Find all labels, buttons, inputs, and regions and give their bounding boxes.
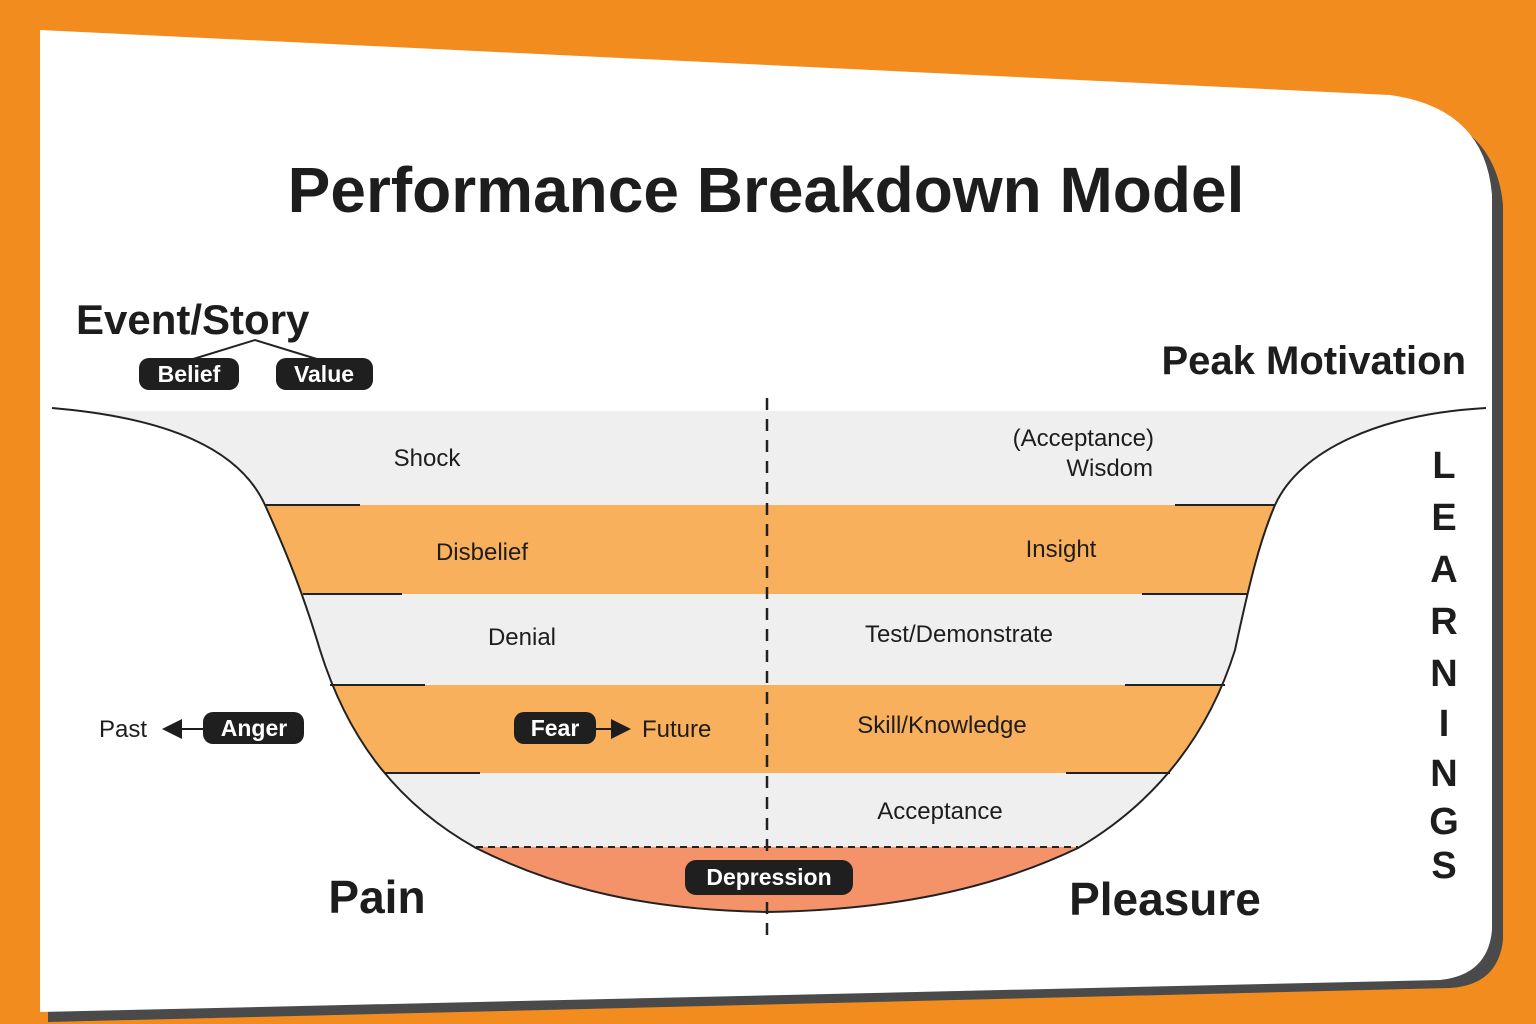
label-pain: Pain bbox=[328, 871, 425, 923]
anger-tag: Anger bbox=[203, 712, 304, 744]
label-test-demonstrate: Test/Demonstrate bbox=[865, 621, 1053, 648]
svg-text:Anger: Anger bbox=[221, 715, 288, 741]
band-shock-wisdom bbox=[52, 411, 1486, 505]
event-story-connector bbox=[189, 338, 321, 361]
learnings-letter: E bbox=[1431, 497, 1456, 539]
page-title: Performance Breakdown Model bbox=[288, 154, 1245, 226]
label-past: Past bbox=[99, 716, 147, 743]
label-wisdom: Wisdom bbox=[1066, 455, 1153, 482]
depression-tag: Depression bbox=[685, 860, 853, 895]
peak-motivation-heading: Peak Motivation bbox=[1161, 339, 1466, 383]
label-skill-knowledge: Skill/Knowledge bbox=[857, 712, 1026, 739]
label-denial: Denial bbox=[488, 624, 556, 651]
svg-text:Belief: Belief bbox=[158, 361, 221, 387]
label-insight: Insight bbox=[1026, 536, 1097, 563]
event-story-heading: Event/Story bbox=[76, 296, 310, 343]
learnings-letter: S bbox=[1431, 845, 1456, 887]
band-edge-lines bbox=[265, 504, 1275, 774]
learnings-letter: R bbox=[1430, 601, 1457, 643]
learnings-letter: N bbox=[1430, 653, 1457, 695]
learnings-letter: L bbox=[1432, 445, 1455, 487]
label-shock: Shock bbox=[394, 445, 462, 472]
label-future: Future bbox=[642, 716, 711, 743]
belief-tag: Belief bbox=[139, 358, 239, 390]
label-disbelief: Disbelief bbox=[436, 539, 528, 566]
learnings-letter: G bbox=[1429, 801, 1459, 843]
label-acceptance-paren: (Acceptance) bbox=[1013, 425, 1154, 452]
value-tag: Value bbox=[276, 358, 373, 390]
learnings-letter: A bbox=[1430, 549, 1457, 591]
label-acceptance: Acceptance bbox=[877, 798, 1002, 825]
svg-text:Value: Value bbox=[294, 361, 354, 387]
learnings-letter: N bbox=[1430, 753, 1457, 795]
svg-text:Depression: Depression bbox=[706, 864, 831, 890]
learnings-vertical-label: L E A R N I N G S bbox=[1429, 445, 1459, 887]
fear-tag: Fear bbox=[514, 712, 596, 744]
learnings-letter: I bbox=[1439, 703, 1450, 745]
svg-text:Fear: Fear bbox=[531, 715, 580, 741]
label-pleasure: Pleasure bbox=[1069, 873, 1261, 925]
